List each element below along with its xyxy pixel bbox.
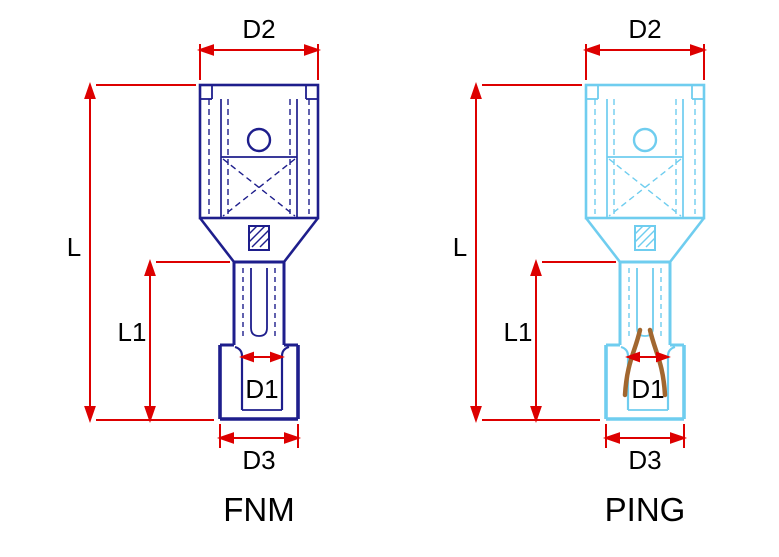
ping-dim-label-d3: D3 (628, 445, 661, 475)
ping-dim-label-d1: D1 (631, 374, 664, 404)
ping-dim-label-l: L (453, 232, 467, 262)
fnm-dim-label-l: L (67, 232, 81, 262)
fnm-dimension-lines (84, 43, 319, 449)
figure-fnm: D2 L L1 D1 D3 FNM (67, 14, 320, 528)
figure-ping: D2 L L1 D1 D3 PING (453, 14, 706, 528)
fnm-dim-label-d3: D3 (242, 445, 275, 475)
fnm-dim-label-d2: D2 (242, 14, 275, 44)
ping-dim-label-d2: D2 (628, 14, 661, 44)
ping-dimension-lines (470, 43, 705, 449)
ping-terminal-drawing (584, 83, 706, 421)
fnm-terminal-drawing (198, 83, 320, 421)
fnm-dim-label-d1: D1 (245, 374, 278, 404)
ping-figure-label: PING (605, 491, 686, 528)
ping-dim-label-l1: L1 (504, 317, 533, 347)
fnm-dim-label-l1: L1 (118, 317, 147, 347)
fnm-figure-label: FNM (223, 491, 294, 528)
